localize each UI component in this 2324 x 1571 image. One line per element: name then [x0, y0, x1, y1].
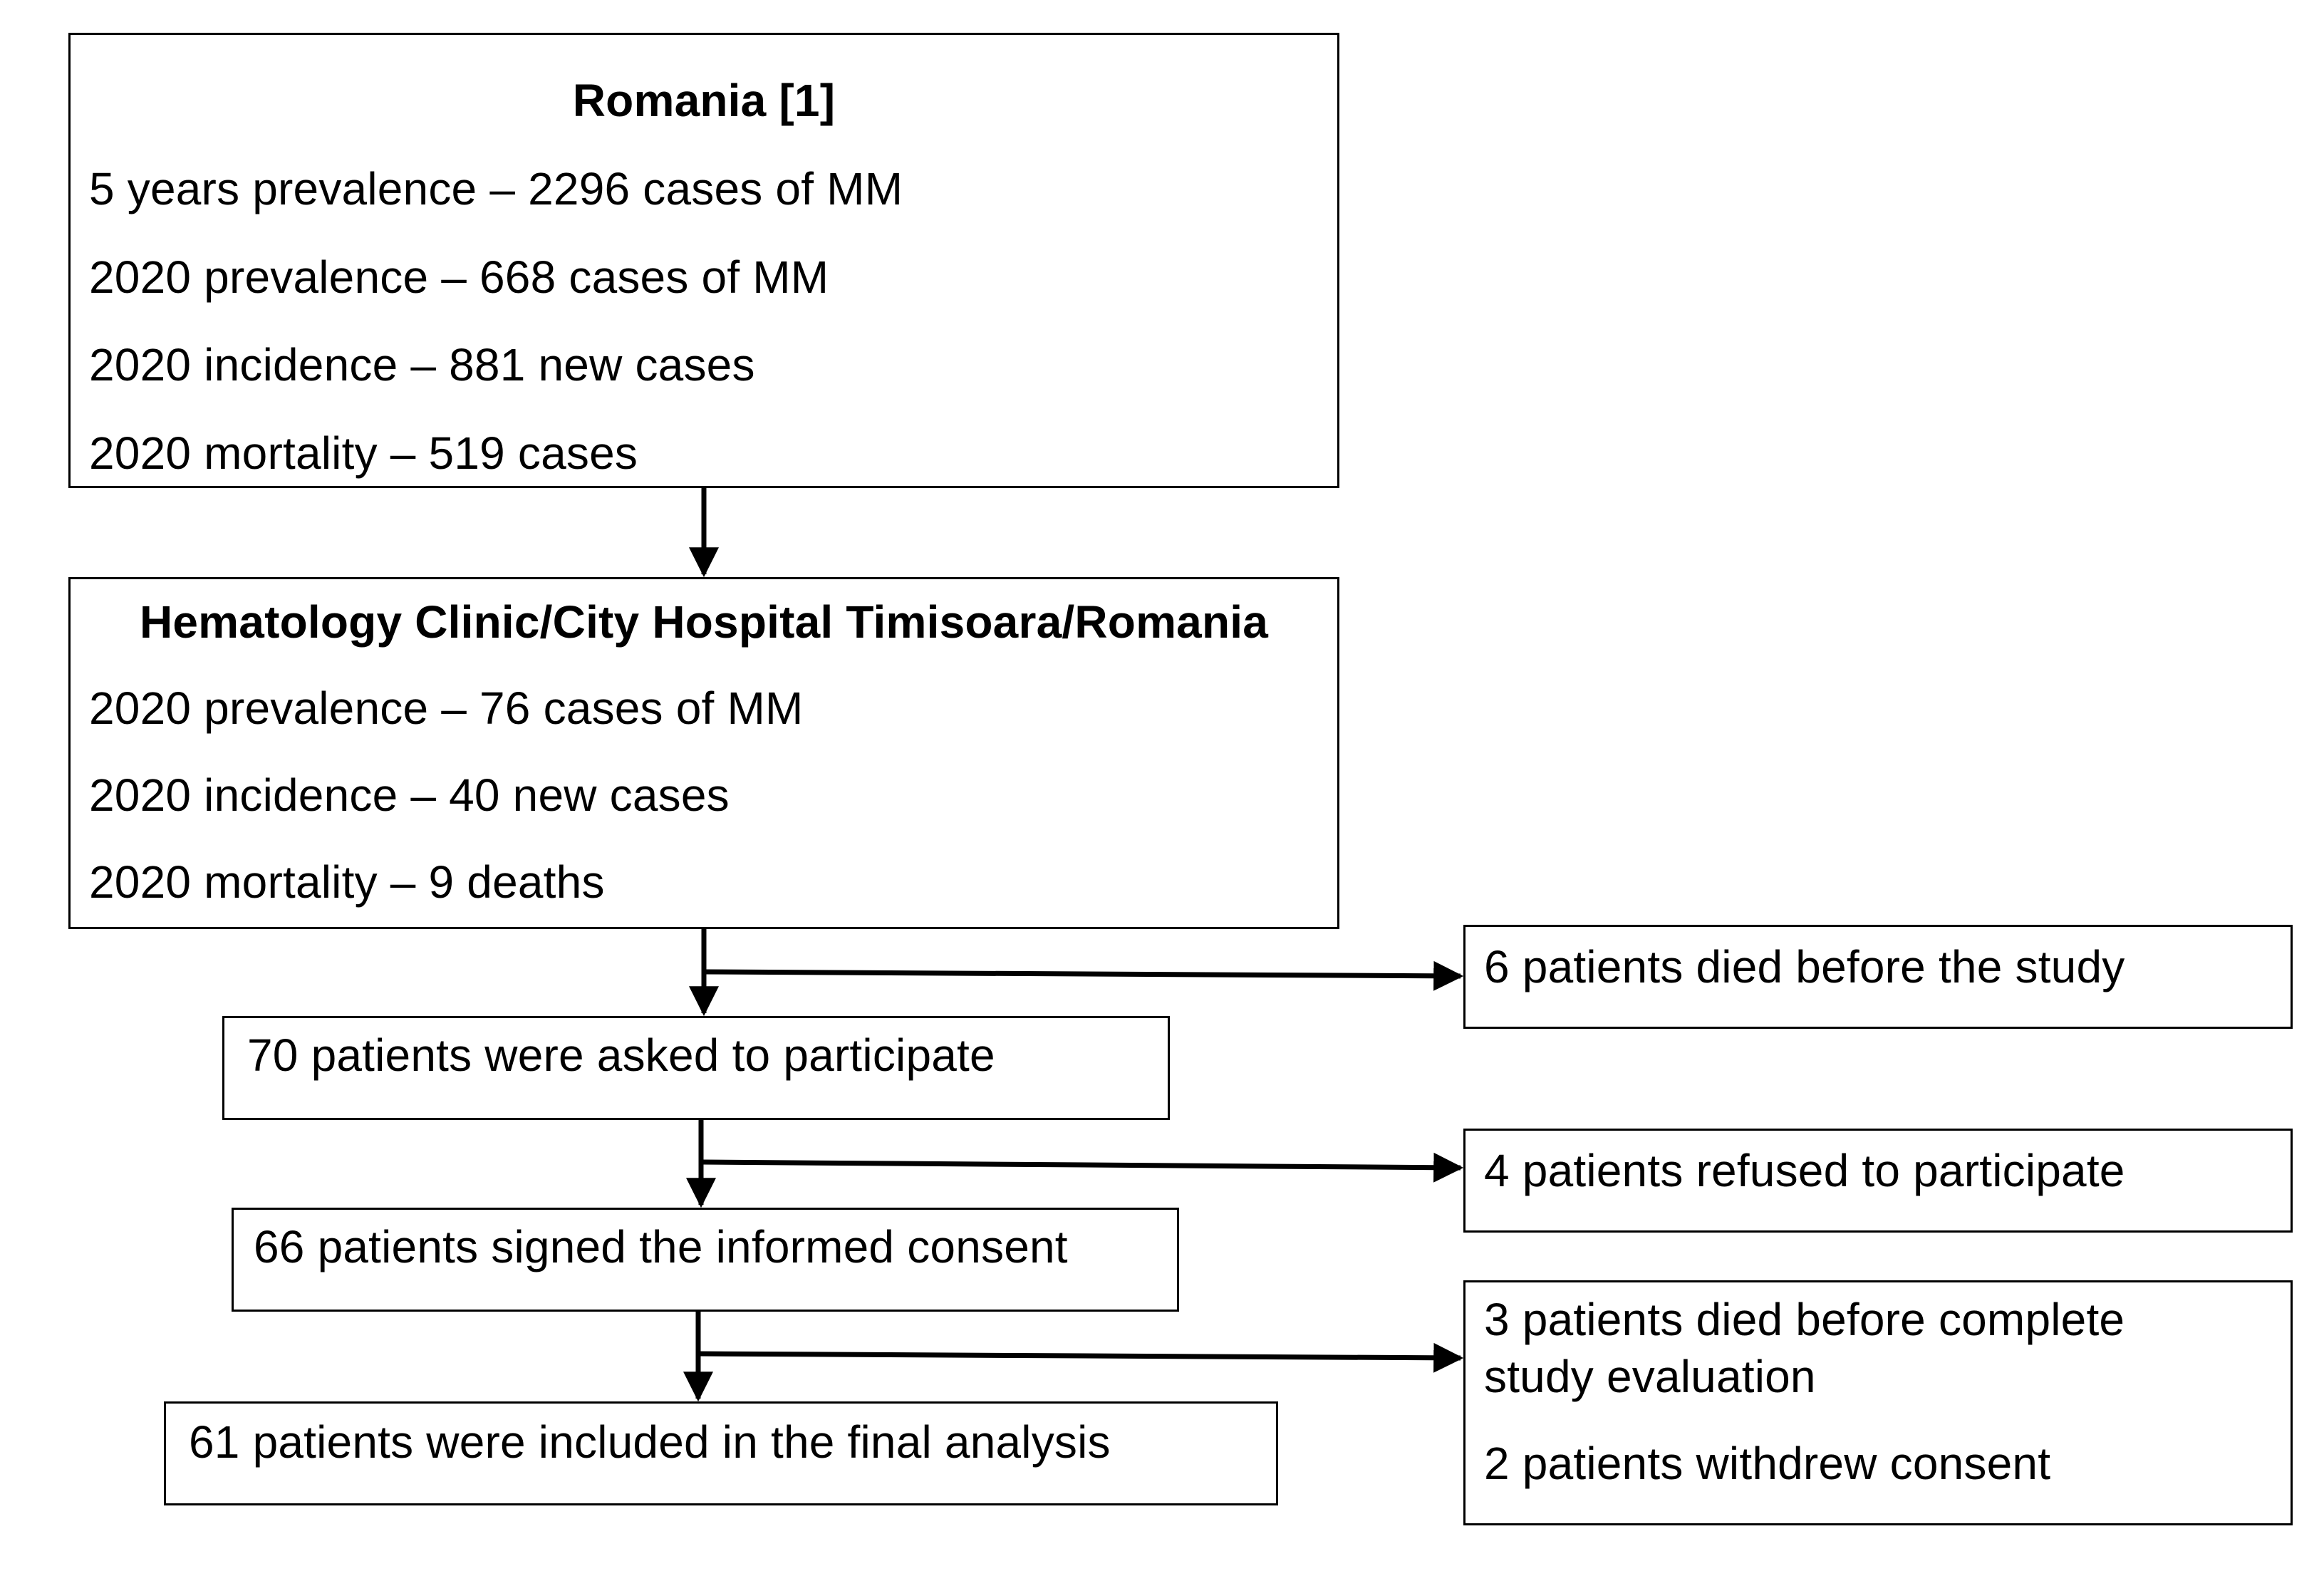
romania-title: Romania [1]	[572, 75, 836, 126]
excluded-line-2: study evaluation	[1484, 1351, 1816, 1402]
asked-box: 70 patients were asked to participate	[222, 1016, 1170, 1120]
refused-box: 4 patients refused to participate	[1463, 1129, 2293, 1233]
arrow-to-excluded	[697, 1342, 1464, 1373]
clinic-box: Hematology Clinic/City Hospital Timisoar…	[68, 577, 1339, 929]
refused-text: 4 patients refused to participate	[1484, 1145, 2125, 1196]
died-before-box: 6 patients died before the study	[1463, 925, 2293, 1029]
arrow-to-refused	[700, 1152, 1464, 1183]
final-text: 61 patients were included in the final a…	[189, 1416, 1111, 1468]
died-before-text: 6 patients died before the study	[1484, 941, 2125, 992]
romania-2020-incidence: 2020 incidence – 881 new cases	[89, 339, 755, 390]
excluded-line-1: 3 patients died before complete	[1484, 1294, 2125, 1345]
romania-2020-prevalence: 2020 prevalence – 668 cases of MM	[89, 252, 829, 303]
arrow-to-died-before	[703, 960, 1464, 991]
excluded-box: 3 patients died before complete study ev…	[1463, 1280, 2293, 1525]
clinic-2020-mortality: 2020 mortality – 9 deaths	[89, 856, 605, 908]
romania-5yr-prevalence: 5 years prevalence – 2296 cases of MM	[89, 163, 903, 214]
final-box: 61 patients were included in the final a…	[164, 1401, 1278, 1505]
signed-box: 66 patients signed the informed consent	[232, 1208, 1179, 1312]
clinic-title: Hematology Clinic/City Hospital Timisoar…	[139, 596, 1269, 648]
excluded-line-3: 2 patients withdrew consent	[1484, 1438, 2051, 1489]
clinic-2020-incidence: 2020 incidence – 40 new cases	[89, 769, 730, 821]
romania-box: Romania [1] 5 years prevalence – 2296 ca…	[68, 33, 1339, 488]
clinic-2020-prevalence: 2020 prevalence – 76 cases of MM	[89, 683, 804, 734]
romania-2020-mortality: 2020 mortality – 519 cases	[89, 427, 638, 479]
signed-text: 66 patients signed the informed consent	[254, 1221, 1068, 1272]
asked-text: 70 patients were asked to participate	[247, 1030, 995, 1081]
